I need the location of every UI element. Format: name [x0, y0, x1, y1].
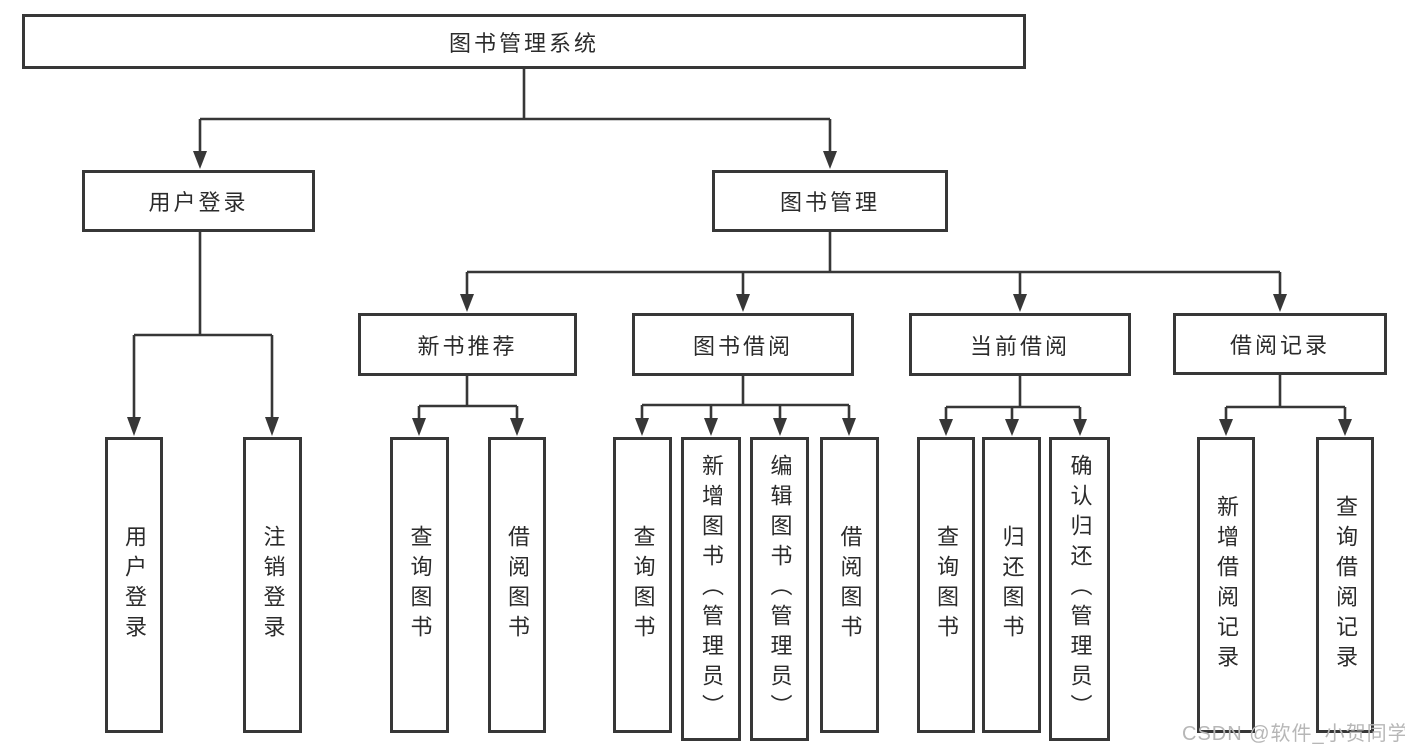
node-leaf-add-borrow-record: 新增借阅记录	[1197, 437, 1255, 733]
node-label: 确认归还（管理员）	[1067, 454, 1093, 724]
node-leaf-user-login: 用户登录	[105, 437, 163, 733]
connector-root-to-children	[193, 69, 837, 169]
node-leaf-query-borrow-record: 查询借阅记录	[1316, 437, 1374, 733]
connector-current-borrow-to-children	[939, 375, 1087, 436]
node-label: 图书管理系统	[448, 30, 599, 56]
node-book-borrowing: 图书借阅	[632, 313, 854, 376]
node-root-system: 图书管理系统	[22, 14, 1026, 69]
node-label: 归还图书	[999, 525, 1025, 645]
node-leaf-logout: 注销登录	[243, 437, 302, 733]
node-leaf-query-books-3: 查询图书	[917, 437, 975, 733]
node-label: 注销登录	[260, 525, 286, 645]
node-leaf-add-books-admin: 新增图书（管理员）	[681, 437, 741, 741]
node-label: 借阅记录	[1229, 333, 1330, 358]
node-leaf-edit-books-admin: 编辑图书（管理员）	[750, 437, 809, 741]
connector-book-borrow-to-children	[635, 375, 856, 436]
node-label: 查询图书	[630, 525, 656, 645]
node-label: 查询借阅记录	[1333, 495, 1358, 675]
node-label: 图书借阅	[692, 333, 793, 359]
node-leaf-query-books-1: 查询图书	[390, 437, 449, 733]
node-new-book-recommendation: 新书推荐	[358, 313, 577, 376]
node-label: 借阅图书	[837, 525, 863, 645]
connector-borrow-records-to-children	[1219, 373, 1352, 436]
node-label: 编辑图书（管理员）	[767, 454, 793, 724]
node-label: 新增图书（管理员）	[699, 454, 724, 724]
node-label: 查询图书	[407, 525, 433, 645]
node-leaf-confirm-return-admin: 确认归还（管理员）	[1049, 437, 1110, 741]
node-leaf-return-books: 归还图书	[982, 437, 1041, 733]
node-label: 用户登录	[148, 190, 249, 215]
node-label: 新增借阅记录	[1214, 495, 1239, 675]
node-label: 用户登录	[122, 525, 147, 645]
connector-user-login-to-children	[127, 231, 279, 436]
node-label: 新书推荐	[417, 333, 518, 359]
node-leaf-query-books-2: 查询图书	[613, 437, 672, 733]
node-borrowing-records: 借阅记录	[1173, 313, 1387, 375]
node-leaf-borrow-books-2: 借阅图书	[820, 437, 879, 733]
node-label: 查询图书	[934, 525, 959, 645]
node-book-management: 图书管理	[712, 170, 948, 232]
node-current-borrowing: 当前借阅	[909, 313, 1131, 376]
node-leaf-borrow-books-1: 借阅图书	[488, 437, 546, 733]
node-label: 图书管理	[779, 190, 880, 215]
node-label: 借阅图书	[505, 525, 530, 645]
node-user-login: 用户登录	[82, 170, 315, 232]
connector-new-book-rec-to-children	[412, 375, 524, 436]
node-label: 当前借阅	[969, 333, 1070, 359]
connector-book-mgmt-to-children	[460, 231, 1287, 312]
watermark: CSDN @软件_小贺同学	[1182, 723, 1405, 745]
